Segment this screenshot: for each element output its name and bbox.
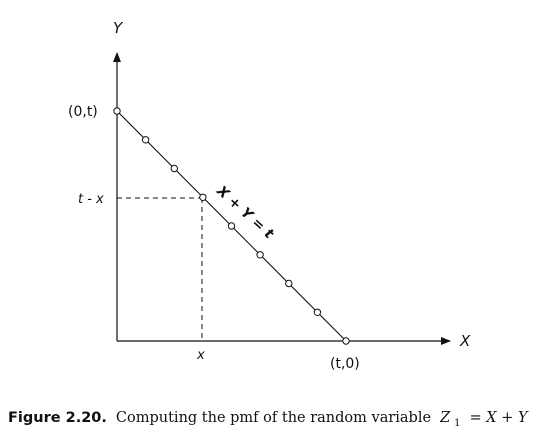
caption-math-subscript: 1	[454, 418, 460, 429]
caption-label: Figure 2.20.	[8, 410, 107, 426]
y-intercept-label: (0,t)	[68, 104, 98, 120]
lattice-point	[113, 107, 121, 115]
caption-text: Computing the pmf of the random variable	[116, 410, 431, 426]
x-guide-label: x	[196, 348, 205, 363]
caption-math-lhs: Z	[439, 410, 451, 426]
caption-math-rhs: = X + Y	[470, 410, 529, 426]
x-intercept-label: (t,0)	[330, 356, 360, 372]
figure-caption: Figure 2.20. Computing the pmf of the ra…	[8, 409, 529, 430]
caption-line: Figure 2.20. Computing the pmf of the ra…	[8, 409, 529, 430]
x-axis-label: X	[459, 332, 471, 350]
lattice-point	[227, 222, 236, 230]
lattice-point	[141, 136, 150, 144]
highlighted-lattice-point	[199, 193, 207, 202]
y-guide-label: t - x	[78, 192, 104, 207]
lattice-point	[342, 337, 350, 345]
lattice-point	[256, 251, 264, 259]
lattice-point	[313, 308, 322, 316]
line-equation-label: X + Y = t	[213, 182, 278, 243]
y-axis-label: Y	[113, 19, 124, 37]
lattice-point	[170, 164, 179, 173]
diagram: Y X (0,t) (t,0) t - x x X + Y = t	[68, 19, 471, 372]
lattice-point	[285, 279, 293, 288]
lattice-points	[113, 107, 350, 345]
